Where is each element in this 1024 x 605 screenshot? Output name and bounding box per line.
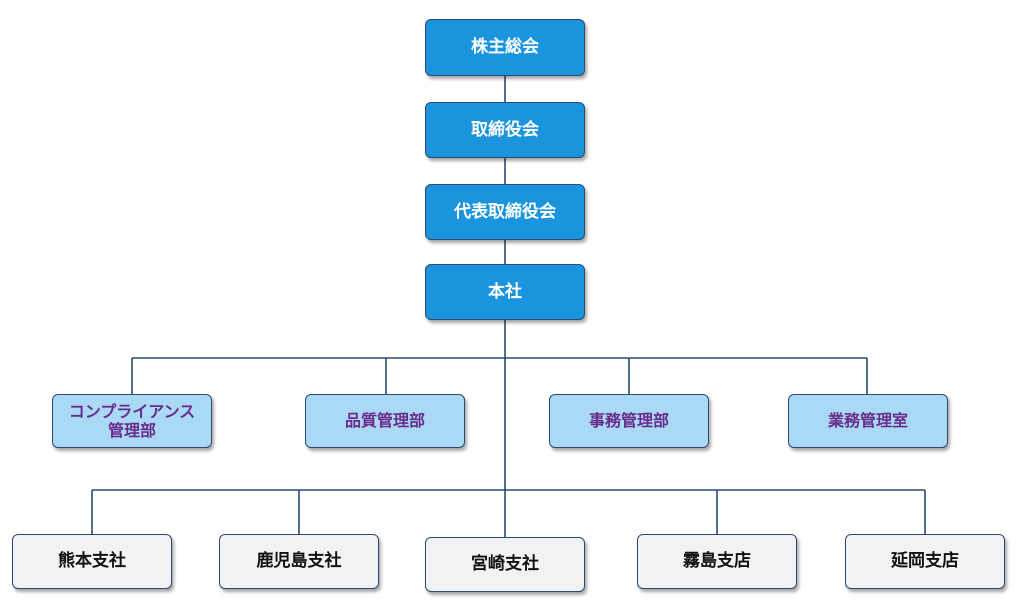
department-office-admin-label: 事務管理部 — [588, 411, 669, 431]
shareholders-meeting-box: 株主総会 — [425, 19, 585, 76]
branch-kirishima-label: 霧島支店 — [683, 551, 751, 572]
department-operations-label: 業務管理室 — [827, 411, 908, 431]
representative-directors-box: 代表取締役会 — [425, 184, 585, 240]
department-office-admin-box: 事務管理部 — [549, 394, 709, 448]
branch-kumamoto-box: 熊本支社 — [12, 534, 172, 589]
department-compliance-box: コンプライアンス 管理部 — [52, 394, 212, 448]
branch-kagoshima-label: 鹿児島支社 — [256, 551, 342, 572]
branch-nobeoka-box: 延岡支店 — [845, 534, 1005, 589]
department-operations-box: 業務管理室 — [788, 394, 948, 448]
branch-kagoshima-box: 鹿児島支社 — [219, 534, 379, 589]
branch-kirishima-box: 霧島支店 — [637, 534, 797, 589]
branch-miyazaki-label: 宮崎支社 — [471, 554, 539, 575]
board-of-directors-box: 取締役会 — [425, 102, 585, 158]
department-compliance-label: コンプライアンス 管理部 — [68, 401, 196, 440]
department-quality-label: 品質管理部 — [344, 411, 425, 431]
department-quality-box: 品質管理部 — [305, 394, 465, 448]
shareholders-meeting-label: 株主総会 — [471, 37, 539, 58]
head-office-box: 本社 — [425, 264, 585, 320]
branch-kumamoto-label: 熊本支社 — [58, 551, 126, 572]
branch-miyazaki-box: 宮崎支社 — [425, 537, 585, 592]
branch-nobeoka-label: 延岡支店 — [891, 551, 959, 572]
board-of-directors-label: 取締役会 — [471, 119, 539, 140]
representative-directors-label: 代表取締役会 — [454, 201, 556, 222]
head-office-label: 本社 — [488, 281, 522, 302]
